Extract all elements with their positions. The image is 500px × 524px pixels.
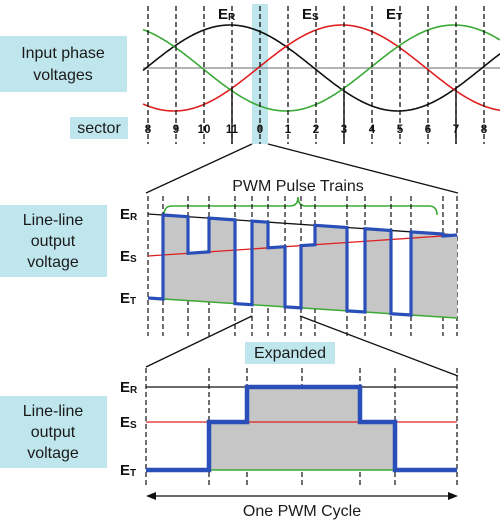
sector-tick-label: 6 (425, 124, 431, 136)
sector-tick-label: 0 (257, 124, 263, 136)
line-line-label-1-line3: voltage (27, 254, 79, 271)
mid-er-line (147, 213, 458, 236)
line-line-label-2-line3: voltage (27, 445, 79, 462)
pwm-pulse-trains-title: PWM Pulse Trains (232, 178, 364, 195)
line-line-label-1-line2: output (31, 233, 76, 250)
label-et-top: ET (386, 6, 402, 23)
mid-pulse-train (147, 213, 458, 317)
mid-pulse (147, 213, 458, 317)
pwm-brace (163, 196, 438, 216)
zoom-line-left-2 (145, 315, 253, 368)
input-phase-label-line2: voltages (33, 67, 93, 84)
line-line-label-box-1 (0, 205, 107, 277)
sector-tick-label: 11 (226, 124, 239, 136)
label-es-bottom: ES (120, 414, 137, 431)
line-line-label-2-line1: Line-line (23, 403, 84, 420)
bottom-fill-region (209, 387, 395, 470)
label-er-bottom: ER (120, 379, 138, 396)
mid-fill (252, 221, 268, 306)
sector-tick-label: 2 (313, 124, 319, 136)
pwm-cycle-arrowhead-left (146, 492, 156, 500)
line-line-label-2-line2: output (31, 424, 76, 441)
line-line-label-1-line1: Line-line (23, 212, 84, 229)
label-es-mid: ES (120, 248, 137, 265)
sector-label-box (70, 117, 128, 139)
mid-fill (188, 251, 209, 302)
label-et-bottom: ET (120, 462, 136, 479)
sector-tick-label: 8 (481, 124, 488, 136)
mid-fill (443, 235, 457, 318)
mid-fill (301, 244, 315, 309)
label-et-mid: ET (120, 290, 136, 307)
et-curve (142, 24, 500, 112)
mid-fill (315, 225, 347, 311)
label-es-top: ES (302, 6, 319, 23)
sector-tick-label: 9 (173, 124, 179, 136)
sector-tick-label: 10 (198, 124, 211, 136)
pwm-cycle-arrowhead-right (448, 492, 458, 500)
input-phase-label-line1: Input phase (21, 45, 105, 62)
sector-tick-label: 3 (341, 124, 347, 136)
label-er-top: ER (218, 6, 236, 23)
er-curve (142, 24, 500, 112)
line-line-label-box-2 (0, 396, 107, 468)
phase-curves (142, 24, 500, 112)
mid-fill (268, 246, 285, 307)
sector-tick-label: 8 (145, 124, 152, 136)
zoom-line-left-1 (145, 143, 253, 194)
label-er-mid: ER (120, 206, 138, 223)
sector-tick-label: 4 (369, 124, 376, 136)
mid-fill-regions (163, 215, 457, 318)
mid-fill (411, 231, 443, 318)
bottom-pulse (146, 384, 457, 473)
sector-label: sector (77, 120, 121, 137)
mid-fill (365, 228, 391, 314)
sector-ticks: 891011012345678910110 (145, 124, 488, 136)
es-curve (142, 24, 500, 112)
zoom-line-right-2 (299, 315, 459, 377)
sector-tick-label: 5 (397, 124, 404, 136)
mid-fill (209, 218, 235, 304)
pwm-cycle-label: One PWM Cycle (243, 503, 361, 520)
input-phase-label-box (0, 36, 127, 92)
zoom-line-right-1 (267, 143, 459, 194)
sector-tick-label: 7 (453, 124, 459, 136)
mid-fill (163, 215, 188, 301)
expanded-label-box (245, 342, 335, 364)
sector-dividers (147, 6, 485, 144)
expanded-label: Expanded (254, 345, 326, 362)
sector-tick-label: 1 (285, 124, 292, 136)
